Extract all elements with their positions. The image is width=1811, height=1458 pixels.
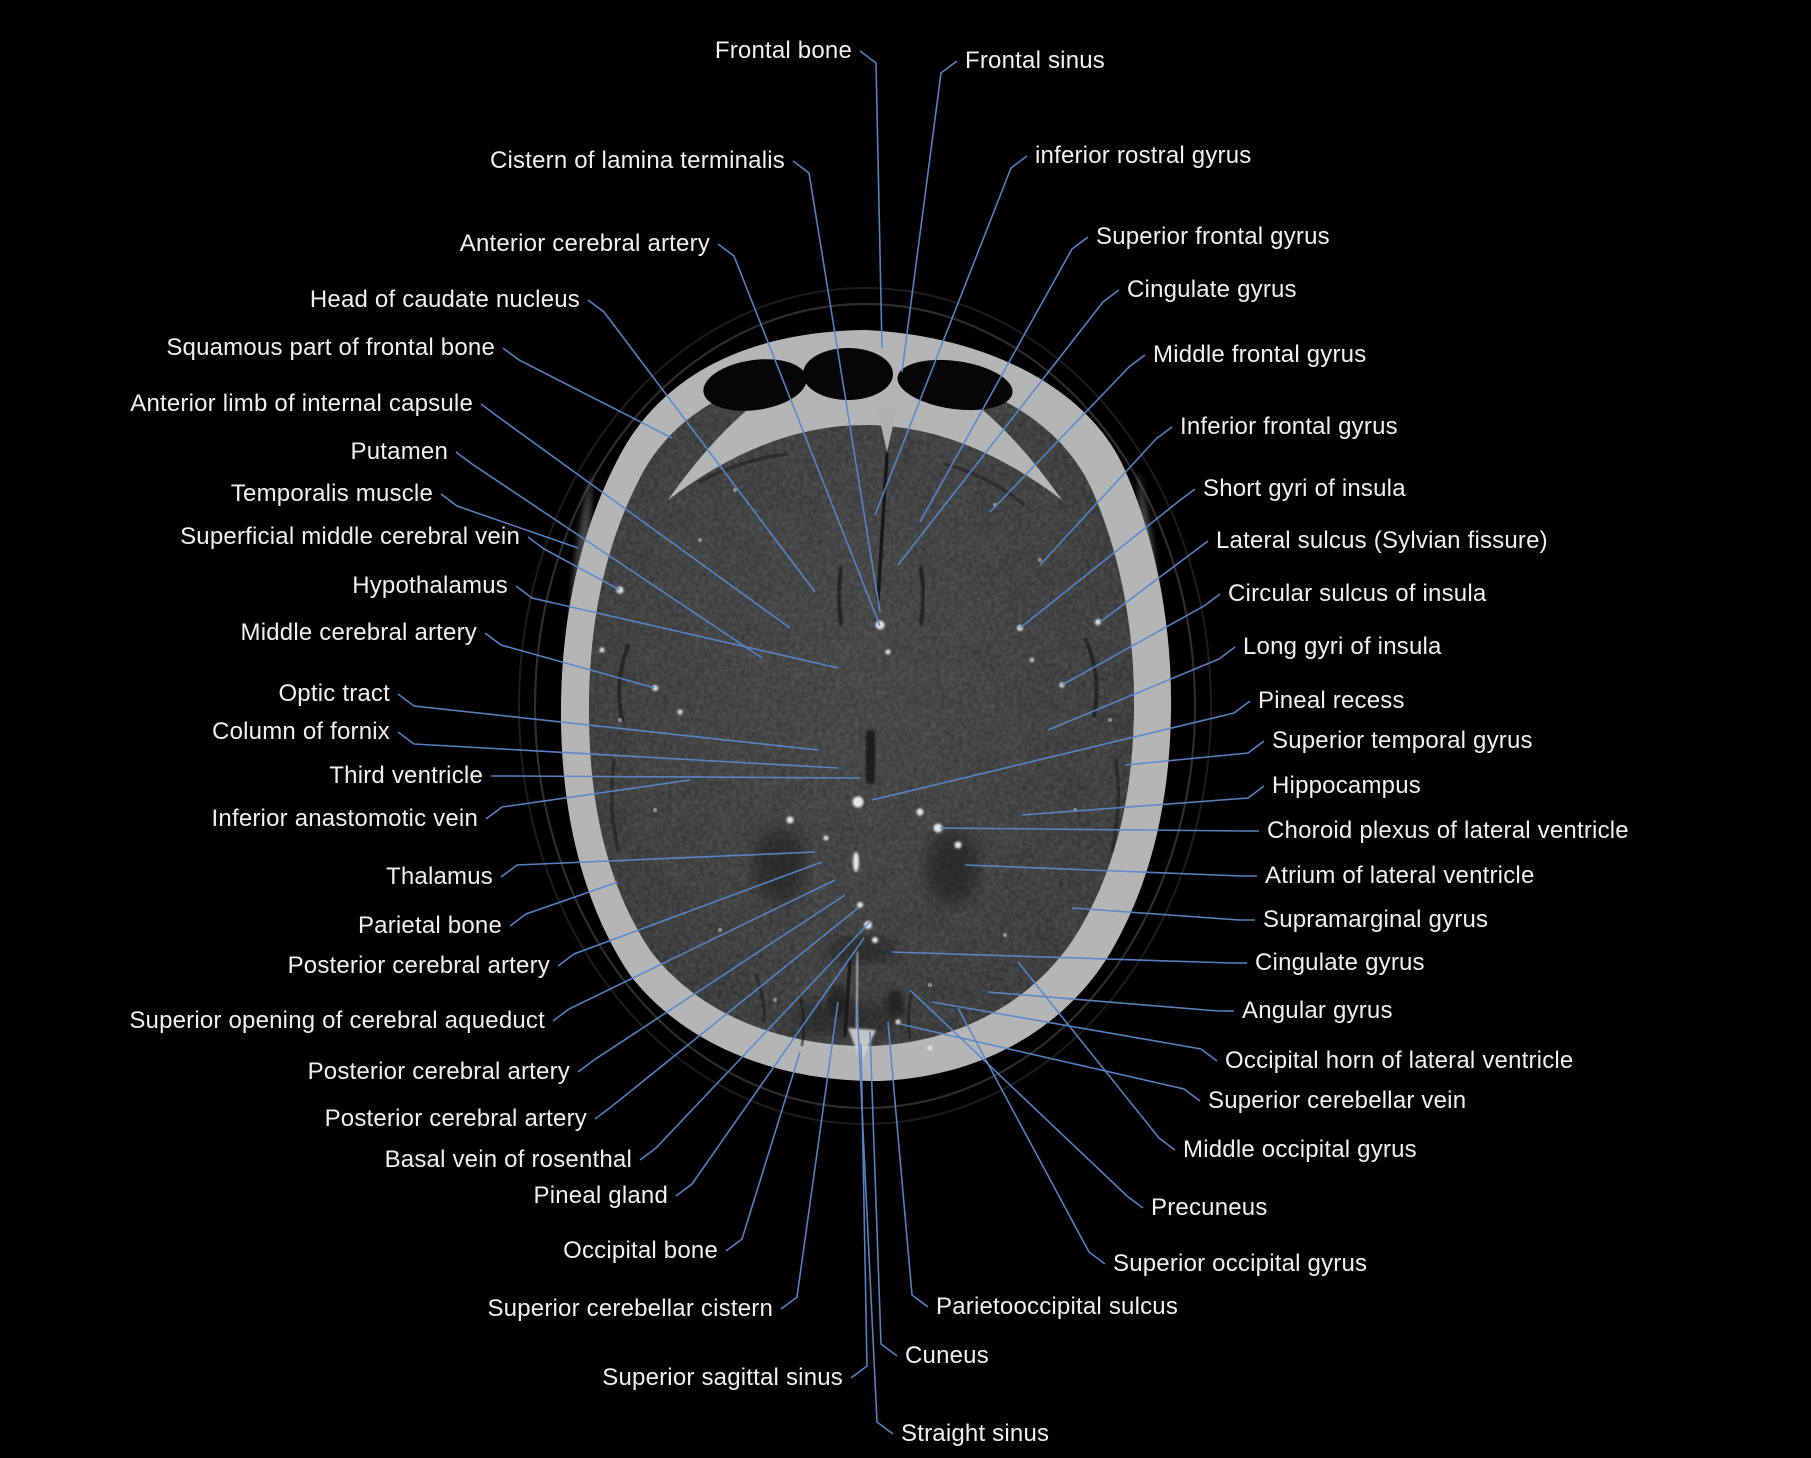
sulcus-frontal-2 (943, 462, 1025, 506)
leader-line-cuneus (869, 1031, 898, 1357)
leader-line-frontal-bone (859, 50, 883, 349)
leader-line-thalamus (500, 851, 816, 878)
leader-line-short-gyri-of-insula (1019, 488, 1196, 629)
superior-sagittal-sinus-bright (848, 1028, 876, 1062)
leader-line-supramarginal-gyrus (1071, 907, 1255, 921)
leader-line-straight-sinus (856, 1004, 894, 1435)
sulcus-occipital-3 (754, 973, 766, 1023)
leader-line-cingulate-gyrus (897, 289, 1120, 566)
sylvian-fissure-right (1084, 638, 1099, 718)
leader-line-superior-temporal-gyrus (1124, 740, 1265, 766)
straight-sinus-bright (854, 951, 860, 1033)
interhemispheric-fissure-anterior (876, 452, 889, 602)
frontal-horn-left (835, 565, 845, 627)
leader-line-inferior-anastomotic-vein (485, 779, 691, 820)
leader-line-occipital-bone (725, 1051, 801, 1252)
leader-line-superficial-middle-cerebral-vein (527, 536, 621, 591)
sulcus-parietal-right (1110, 758, 1120, 852)
leader-line-superior-opening-of-cerebral-aqueduct (552, 879, 836, 1022)
leader-line-superior-cerebellar-vein (899, 1023, 1201, 1102)
leader-line-hypothalamus (515, 585, 839, 669)
leader-line-precuneus (909, 989, 1144, 1209)
leader-line-squamous-part-of-frontal-bone (502, 347, 673, 439)
leader-line-pineal-gland (675, 937, 865, 1197)
leader-line-parietooccipital-sulcus (887, 1021, 929, 1308)
leader-line-inferior-frontal-gyrus (1039, 426, 1173, 566)
leader-line-occipital-horn-of-lateral-ventricle (931, 1001, 1218, 1062)
leader-line-temporalis-muscle (440, 493, 579, 549)
sulcus-frontal-1 (698, 452, 788, 484)
leader-line-putamen (455, 451, 763, 659)
frontal-crest-spike (877, 408, 897, 452)
leader-line-middle-occipital-gyrus (1017, 961, 1176, 1151)
leader-line-frontal-sinus (901, 60, 958, 373)
leader-line-superior-cerebellar-cistern (780, 1001, 839, 1310)
frontal-horn-right (917, 565, 927, 627)
leader-line-hippocampus (1021, 785, 1265, 816)
leader-line-superior-frontal-gyrus (919, 236, 1089, 523)
sulcus-parietal-left (610, 758, 620, 852)
leader-line-inferior-rostral-gyrus (874, 155, 1028, 516)
leader-line-head-of-caudate-nucleus (587, 299, 816, 593)
leader-line-third-ventricle (491, 775, 861, 779)
leader-line-lateral-sulcus-sylvian-fissure (1099, 540, 1209, 623)
leader-line-long-gyri-of-insula (1047, 646, 1236, 731)
leader-line-atrium-of-lateral-ventricle (964, 864, 1257, 877)
ventricle-shadows (753, 828, 979, 1036)
leader-line-cistern-of-lamina-terminalis (792, 160, 881, 613)
leader-line-middle-cerebral-artery (484, 632, 656, 689)
frontal-sinus-cavities (703, 348, 1013, 411)
leader-line-optic-tract (397, 693, 819, 751)
leader-line-circular-sulcus-of-insula (1061, 593, 1221, 686)
leader-line-choroid-plexus-of-lateral-ventricle (939, 827, 1259, 832)
leader-line-parietal-bone (509, 881, 619, 927)
leader-line-posterior-cerebral-artery-3 (594, 907, 859, 1120)
leader-lines-layer (397, 50, 1265, 1435)
scalp-outline-outer (518, 287, 1212, 1125)
leader-line-superior-occipital-gyrus (957, 1007, 1106, 1265)
leader-line-pineal-recess (871, 700, 1251, 801)
leader-line-posterior-cerebral-artery (557, 861, 823, 967)
third-ventricle-slit (866, 730, 875, 784)
leader-line-posterior-cerebral-artery-2 (577, 894, 846, 1073)
leader-line-anterior-limb-of-internal-capsule (480, 403, 791, 629)
leader-line-cingulate-gyrus-2 (891, 951, 1247, 964)
leader-line-basal-vein-of-rosenthal (639, 921, 871, 1161)
sulcus-occipital-2 (906, 988, 914, 1040)
sylvian-fissure-left (617, 643, 630, 721)
leader-line-anterior-cerebral-artery (717, 243, 881, 627)
leader-line-column-of-fornix (397, 731, 839, 769)
leader-line-middle-frontal-gyrus (989, 354, 1146, 513)
leader-line-angular-gyrus (987, 991, 1234, 1012)
scalp-outline-inner (533, 302, 1197, 1110)
leader-line-superior-sagittal-sinus (850, 1043, 868, 1379)
